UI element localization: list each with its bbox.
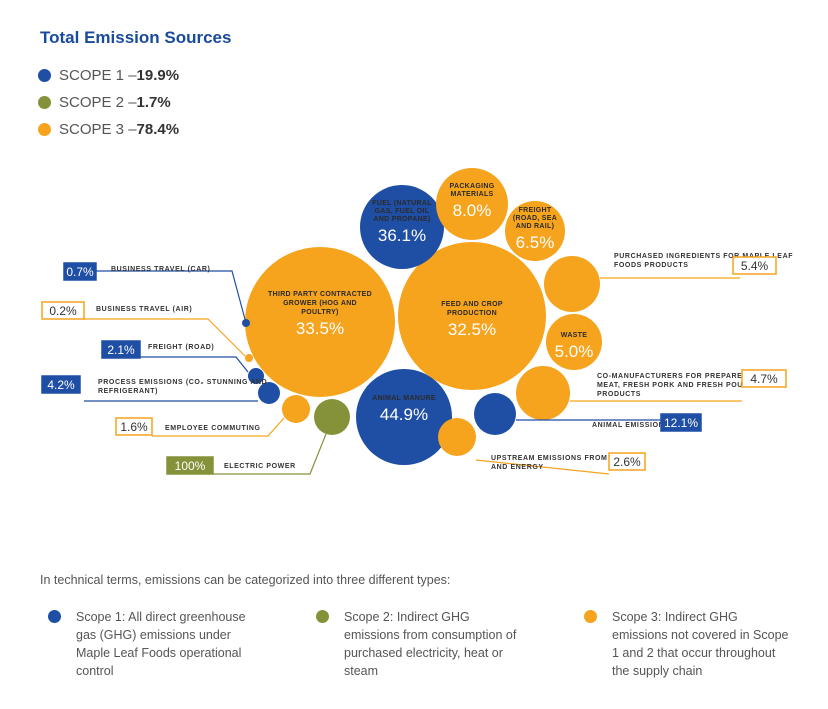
bubble	[314, 399, 350, 435]
bubble	[398, 242, 546, 390]
bubble	[360, 185, 444, 269]
legend-item-scope2: SCOPE 2 – 1.7%	[38, 89, 179, 116]
scope-definition-1: Scope 1: All direct greenhouse gas (GHG)…	[48, 608, 316, 680]
bubble	[356, 369, 452, 465]
value-badge-text: 2.1%	[107, 343, 135, 357]
callout-label: ELECTRIC POWER	[224, 463, 296, 470]
leader-line	[213, 433, 327, 475]
value-badge-text: 5.4%	[741, 259, 769, 273]
bubble	[245, 354, 253, 362]
bubble	[282, 395, 310, 423]
bubble-value: 5.0%	[555, 342, 594, 361]
bubble-value: 32.5%	[448, 320, 496, 339]
bubble	[474, 393, 516, 435]
value-badge-text: 4.2%	[47, 378, 75, 392]
scope2-dot	[316, 610, 329, 623]
bubble	[546, 314, 602, 370]
scope-definitions: Scope 1: All direct greenhouse gas (GHG)…	[48, 608, 828, 680]
bubble-value: 44.9%	[380, 405, 428, 424]
legend-dot-scope1	[38, 69, 51, 82]
scope-legend: SCOPE 1 – 19.9% SCOPE 2 – 1.7% SCOPE 3 –…	[38, 62, 179, 143]
value-badge	[115, 417, 153, 436]
value-badge	[608, 452, 646, 471]
callout-label: FREIGHT (ROAD)	[148, 344, 214, 351]
leader-line	[475, 459, 610, 475]
legend-label: SCOPE 2 –	[59, 94, 137, 111]
callout-label: BUSINESS TRAVEL (CAR)	[111, 266, 210, 273]
intro-text: In technical terms, emissions can be cat…	[40, 573, 451, 587]
legend-value: 1.7%	[136, 94, 171, 111]
leader-line	[96, 270, 247, 324]
value-badge-text: 0.2%	[49, 304, 77, 318]
callout-label: BUSINESS TRAVEL (AIR)	[96, 306, 192, 313]
value-badge-text: 100%	[175, 459, 206, 473]
callout-label: EMPLOYEE COMMUTING	[165, 425, 261, 432]
value-badge	[41, 375, 81, 394]
value-badge	[741, 369, 787, 388]
bubble	[438, 418, 476, 456]
bubble	[516, 366, 570, 420]
bubble	[248, 368, 264, 384]
bubble	[436, 168, 508, 240]
legend-label: SCOPE 3 –	[59, 121, 137, 138]
scope3-dot	[584, 610, 597, 623]
bubble	[544, 256, 600, 312]
value-badge-text: 2.6%	[613, 455, 641, 469]
scope3-text: Scope 3: Indirect GHG emissions not cove…	[612, 610, 789, 678]
legend-dot-scope3	[38, 123, 51, 136]
leader-line	[84, 318, 246, 357]
legend-label: SCOPE 1 –	[59, 67, 137, 84]
bubble-label: ANIMAL MANURE	[372, 395, 436, 402]
legend-value: 78.4%	[136, 121, 180, 138]
value-badge	[41, 301, 85, 320]
bubble	[258, 382, 280, 404]
bubble	[505, 201, 565, 261]
value-badge	[166, 456, 214, 475]
value-badge-text: 4.7%	[750, 372, 778, 386]
scope1-dot	[48, 610, 61, 623]
bubble-value: 6.5%	[516, 233, 555, 252]
bubble-label: WASTE	[561, 332, 587, 339]
scope1-text: Scope 1: All direct greenhouse gas (GHG)…	[76, 610, 246, 678]
legend-item-scope1: SCOPE 1 – 19.9%	[38, 62, 179, 89]
bubble-value: 33.5%	[296, 319, 344, 338]
value-badge-text: 0.7%	[66, 265, 94, 279]
value-badge-text: 1.6%	[120, 420, 148, 434]
value-badge	[101, 340, 141, 359]
legend-item-scope3: SCOPE 3 – 78.4%	[38, 116, 179, 143]
value-badge	[732, 256, 777, 275]
legend-value: 19.9%	[136, 67, 180, 84]
bubble	[242, 319, 250, 327]
value-badge-text: 12.1%	[664, 416, 698, 430]
legend-dot-scope2	[38, 96, 51, 109]
leader-line	[140, 356, 249, 373]
bubble	[245, 247, 395, 397]
value-badge	[660, 413, 702, 432]
scope-definition-3: Scope 3: Indirect GHG emissions not cove…	[584, 608, 828, 680]
callout-label: ANIMAL EMISSIONS	[592, 422, 670, 429]
leader-line	[152, 417, 285, 437]
bubble-value: 36.1%	[378, 226, 426, 245]
chart-title: Total Emission Sources	[40, 28, 232, 47]
value-badge	[63, 262, 97, 281]
scope-definition-2: Scope 2: Indirect GHG emissions from con…	[316, 608, 584, 680]
bubble-value: 8.0%	[453, 201, 492, 220]
scope2-text: Scope 2: Indirect GHG emissions from con…	[344, 610, 517, 678]
